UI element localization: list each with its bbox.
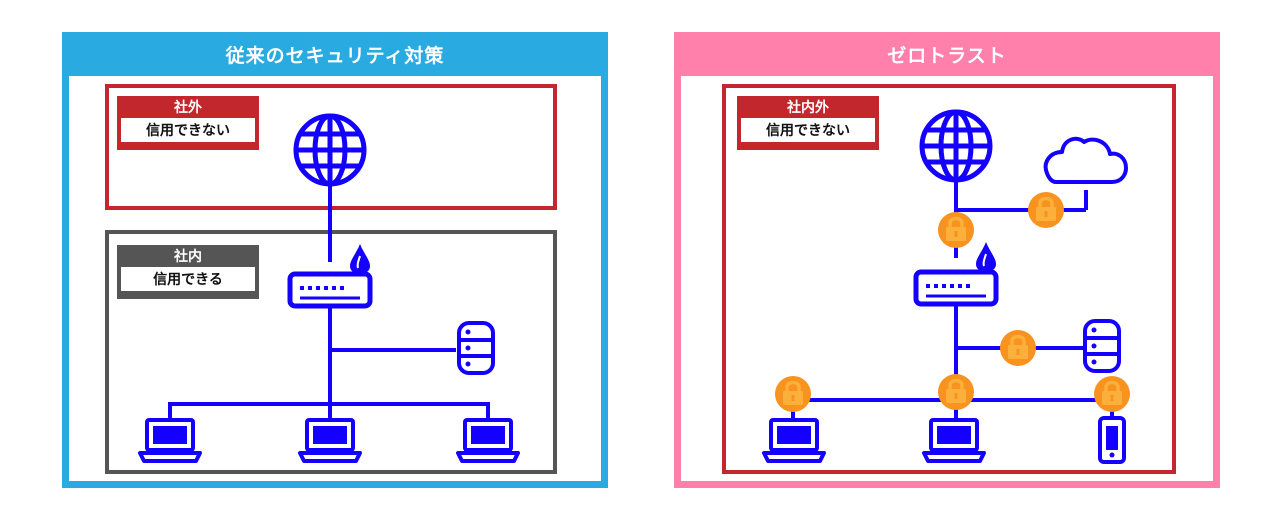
zero-trust-tag-head: 社内外: [787, 100, 829, 116]
zero-trust-title: ゼロトラスト: [674, 32, 1220, 76]
outside-tag-head: 社外: [174, 100, 202, 116]
zero-trust-tag-body: 信用できない: [741, 118, 875, 142]
smartphone-icon: [1098, 416, 1126, 464]
laptop-icon: [762, 418, 826, 463]
inside-tag-body: 信用できる: [121, 267, 255, 291]
inside-tag: 社内 信用できる: [117, 245, 259, 299]
laptop-icon: [922, 418, 986, 463]
inside-tag-head: 社内: [174, 249, 202, 265]
traditional-security-title: 従来のセキュリティ対策: [62, 32, 608, 76]
outside-tag: 社外 信用できない: [117, 96, 259, 150]
lock-icon: [773, 374, 813, 414]
globe-icon: [296, 116, 364, 184]
database-icon: [457, 321, 495, 375]
laptop-icon: [298, 418, 362, 463]
outside-tag-body: 信用できない: [121, 118, 255, 142]
lock-icon: [1092, 374, 1132, 414]
laptop-icon: [138, 418, 202, 463]
zero-trust-panel: ゼロトラスト: [674, 32, 1220, 488]
globe-icon: [922, 112, 990, 180]
zero-trust-zone: [722, 84, 1176, 474]
zero-trust-tag: 社内外 信用できない: [737, 96, 879, 150]
database-icon: [1083, 319, 1121, 373]
lock-icon: [998, 328, 1038, 368]
left-connection-lines: [168, 184, 490, 424]
laptop-icon: [456, 418, 520, 463]
traditional-security-panel: 従来のセキュリティ対策: [62, 32, 608, 488]
lock-icon: [936, 372, 976, 412]
lock-icon: [1026, 190, 1066, 230]
cloud-icon: [1043, 136, 1128, 184]
lock-icon: [936, 210, 976, 250]
